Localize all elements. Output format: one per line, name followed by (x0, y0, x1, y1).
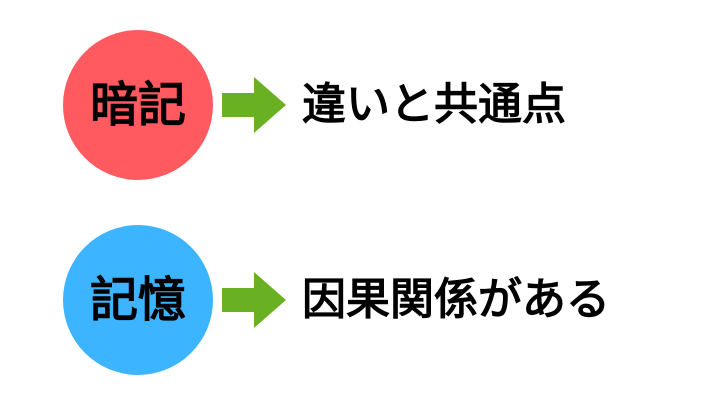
term-label-anki: 暗記 (89, 77, 186, 133)
description-kioku: 因果関係がある (302, 274, 610, 325)
term-label-kioku: 記憶 (89, 272, 186, 328)
term-circle-anki: 暗記 (63, 30, 213, 180)
term-circle-kioku: 記憶 (63, 225, 213, 375)
description-anki: 違いと共通点 (302, 79, 566, 130)
arrow-right-icon (222, 272, 286, 328)
arrow-right-icon (222, 77, 286, 133)
row-anki: 暗記 違いと共通点 (0, 30, 720, 180)
row-kioku: 記憶 因果関係がある (0, 225, 720, 375)
